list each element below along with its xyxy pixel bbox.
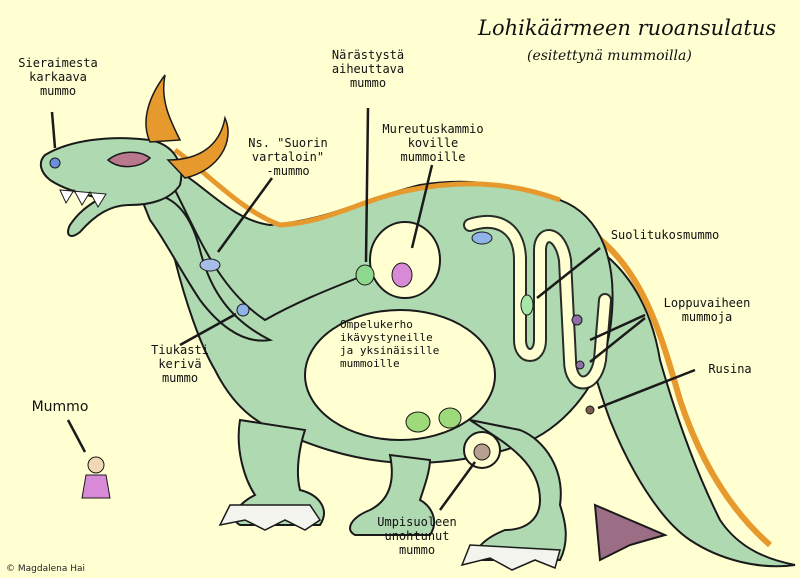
label-straight: Ns. "Suorin vartaloin" -mummo	[248, 136, 328, 178]
tail-mane	[578, 222, 772, 548]
granny-chewing	[391, 262, 413, 288]
granny-final-2	[575, 360, 585, 370]
claws-back	[460, 544, 561, 571]
label-mummo: Mummo	[31, 399, 89, 415]
granny-knitting-1	[405, 411, 431, 433]
granny-outside	[81, 456, 111, 499]
granny-final-1	[571, 314, 583, 326]
dragon-tail	[559, 228, 796, 568]
label-appendix: Umpisuoleen unohtunut mummo	[377, 515, 457, 557]
label-final: Loppuvaiheen mummoja	[663, 296, 751, 324]
intestines-inner	[465, 216, 610, 388]
tail-tip	[593, 503, 668, 562]
granny-appendix	[473, 443, 491, 461]
knitting-chamber	[304, 309, 496, 441]
hind-leg-2	[218, 504, 322, 531]
label-raisin: Rusina	[708, 362, 752, 376]
granny-upper	[471, 231, 493, 245]
granny-knitting-2	[438, 407, 462, 429]
diagram-subtitle: (esitettynä mummoilla)	[527, 48, 692, 64]
horn-left	[145, 74, 182, 143]
front-leg	[234, 418, 325, 526]
chewing-chamber	[369, 221, 441, 299]
copyright-credit: © Magdalena Hai	[6, 564, 85, 574]
granny-tight	[236, 303, 250, 317]
granny-straight	[199, 258, 221, 272]
esophagus	[174, 189, 366, 322]
label-nostril: Sieraimesta karkaava mummo	[18, 56, 98, 98]
front-leg-2	[349, 453, 436, 536]
label-chewing: Mureutuskammio koville mummoille	[382, 122, 484, 164]
leader-lines	[50, 107, 696, 511]
granny-nostril	[49, 157, 61, 169]
teeth	[59, 188, 107, 209]
horn-right	[166, 115, 229, 179]
label-heartburn: Närästystä aiheuttava mummo	[331, 48, 405, 90]
back-mane	[173, 147, 561, 228]
raisin	[585, 405, 595, 415]
granny-heartburn	[355, 264, 375, 286]
label-intestine: Suolitukosmummo	[610, 228, 720, 242]
diagram-title: Lohikäärmeen ruoansulatus	[478, 16, 777, 40]
granny-intestine	[520, 294, 534, 316]
label-tight: Tiukasti kerivä mummo	[151, 343, 209, 385]
label-knitting: Ompelukerho ikävystyneille ja yksinäisil…	[340, 318, 440, 370]
dragon-eye	[106, 151, 152, 168]
